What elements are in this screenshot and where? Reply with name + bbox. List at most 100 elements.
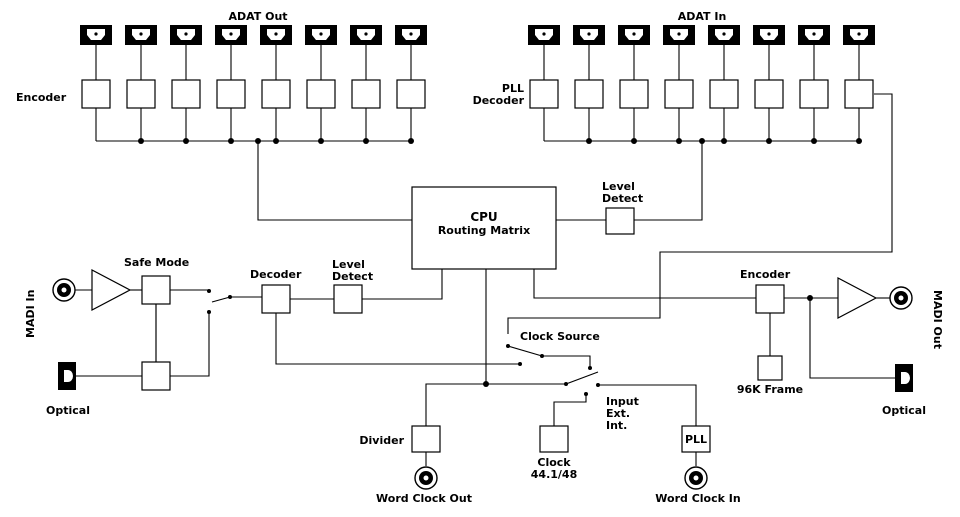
adat-in-box-1	[529, 79, 559, 109]
clock-source-label: Clock Source	[520, 330, 600, 343]
adat-in-optical-connector-2	[573, 25, 605, 45]
adat-in-box-7	[799, 79, 829, 109]
level-detect-mid-label-line2: Detect	[332, 270, 373, 283]
madi-in-bnc-connector	[52, 278, 76, 302]
adat-in-bus-junction-3	[631, 138, 637, 144]
madi-in-label: MADI In	[24, 290, 37, 338]
encoder-right-label: Encoder	[740, 268, 791, 281]
pll-decoder-label-line2: Decoder	[473, 94, 525, 107]
adat-in-box-4	[664, 79, 694, 109]
level-detect-mid-box	[333, 284, 363, 314]
safe-mode-label: Safe Mode	[124, 256, 189, 269]
clock-select-switch-blade	[565, 371, 599, 385]
adat-in-box-8	[844, 79, 874, 109]
adat-out-bus-junction-7	[363, 138, 369, 144]
word-clock-in-bnc-connector	[684, 466, 708, 490]
clock-44-48-box	[539, 425, 569, 453]
level-detect-mid-label-line1: Level	[332, 258, 365, 271]
adat-out-label: ADAT Out	[228, 10, 287, 23]
adat-out-bus-junction-6	[318, 138, 324, 144]
adat-out-optical-connector-3	[170, 25, 202, 45]
frame-96k-label: 96K Frame	[737, 383, 803, 396]
adat-in-optical-connector-3	[618, 25, 650, 45]
adat-in-optical-connector-7	[798, 25, 830, 45]
adat-in-bus-junction-7	[811, 138, 817, 144]
adat-out-box-2	[126, 79, 156, 109]
safe-mode-box	[141, 275, 171, 305]
level-to-cpu-bottom-wire	[362, 269, 443, 300]
optical-right-label: Optical	[882, 404, 926, 417]
encoder-to-optical-wire	[809, 298, 895, 379]
adat-out-optical-connector-4	[215, 25, 247, 45]
madi-switch-blade	[211, 296, 231, 303]
adat-out-box-3	[171, 79, 201, 109]
decoder-box	[261, 284, 291, 314]
frame-96k-box	[757, 355, 783, 381]
madi-in-amp-triangle	[91, 269, 132, 311]
adat-in-optical-connector-5	[708, 25, 740, 45]
pll-decoder-label-line1: PLL	[502, 82, 524, 95]
adat-in-optical-connector-4	[663, 25, 695, 45]
word-clock-out-label: Word Clock Out	[376, 492, 472, 505]
adat-out-box-6	[306, 79, 336, 109]
cpu-label: CPU	[470, 210, 497, 224]
adat-in-bus-junction-6	[766, 138, 772, 144]
cpu-routing-matrix-box	[411, 186, 557, 270]
level-detect-top-label-line1: Level	[602, 180, 635, 193]
adat-out-box-1	[81, 79, 111, 109]
adat-in-box-2	[574, 79, 604, 109]
adat-out-optical-connector-5	[260, 25, 292, 45]
adat-out-bus-junction-5	[273, 138, 279, 144]
safe-down-wire	[142, 304, 157, 363]
adat-out-box-7	[351, 79, 381, 109]
adat-in-label: ADAT In	[678, 10, 727, 23]
level-detect-top-label-line2: Detect	[602, 192, 643, 205]
optical-left-label: Optical	[46, 404, 90, 417]
adat-in-bus-junction-5	[721, 138, 727, 144]
encoder-top-label: Encoder	[16, 91, 67, 104]
ext-label: Ext.	[606, 407, 630, 420]
adat-out-optical-connector-2	[125, 25, 157, 45]
level-detect-top-box	[605, 207, 635, 235]
optical-receiver-box	[141, 361, 171, 391]
adat-out-box-8	[396, 79, 426, 109]
adat-out-optical-connector-1	[80, 25, 112, 45]
adat-in-box-3	[619, 79, 649, 109]
routing-matrix-label: Routing Matrix	[438, 224, 530, 237]
adat-out-bus-junction-3	[183, 138, 189, 144]
adat-in-bus-dots	[586, 138, 862, 144]
adat-out-box-4	[216, 79, 246, 109]
adat-out-box-5	[261, 79, 291, 109]
int-to-clock-wire	[553, 394, 587, 426]
adat-out-to-cpu-wire	[257, 141, 412, 221]
divider-label: Divider	[359, 434, 404, 447]
adat-in-optical-connector-8	[843, 25, 875, 45]
adat-out-bus-junction-2	[138, 138, 144, 144]
adat-out-optical-connector-7	[350, 25, 382, 45]
word-clock-out-bnc-connector	[414, 466, 438, 490]
adat-in-to-level-wire	[634, 141, 703, 221]
clock-label-line2: 44.1/48	[531, 468, 577, 481]
adat-in-optical-connector-1	[528, 25, 560, 45]
int-label: Int.	[606, 419, 627, 432]
adat-in-optical-connector-6	[753, 25, 785, 45]
clock-label-line1: Clock	[537, 456, 571, 469]
adat-out-encoders	[81, 45, 426, 141]
adat-in-connectors	[528, 25, 875, 45]
optical-to-switch-wire	[170, 312, 210, 377]
ext-to-pll-wire	[598, 384, 697, 426]
adat-out-connectors	[80, 25, 427, 45]
decoder-to-clock-wire	[275, 313, 520, 365]
madi-out-amp-triangle	[837, 277, 878, 319]
adat-out-optical-connector-6	[305, 25, 337, 45]
madi-out-bnc-connector	[889, 286, 913, 310]
madi-out-label: MADI Out	[931, 290, 944, 349]
adat-out-bus-junction-8	[408, 138, 414, 144]
pll-label: PLL	[685, 433, 707, 446]
adat-in-bus-junction-2	[586, 138, 592, 144]
optical-right-connector	[895, 364, 913, 392]
adat-out-bus-junction-4	[228, 138, 234, 144]
input-label: Input	[606, 395, 639, 408]
adat-in-decoders	[529, 45, 874, 141]
